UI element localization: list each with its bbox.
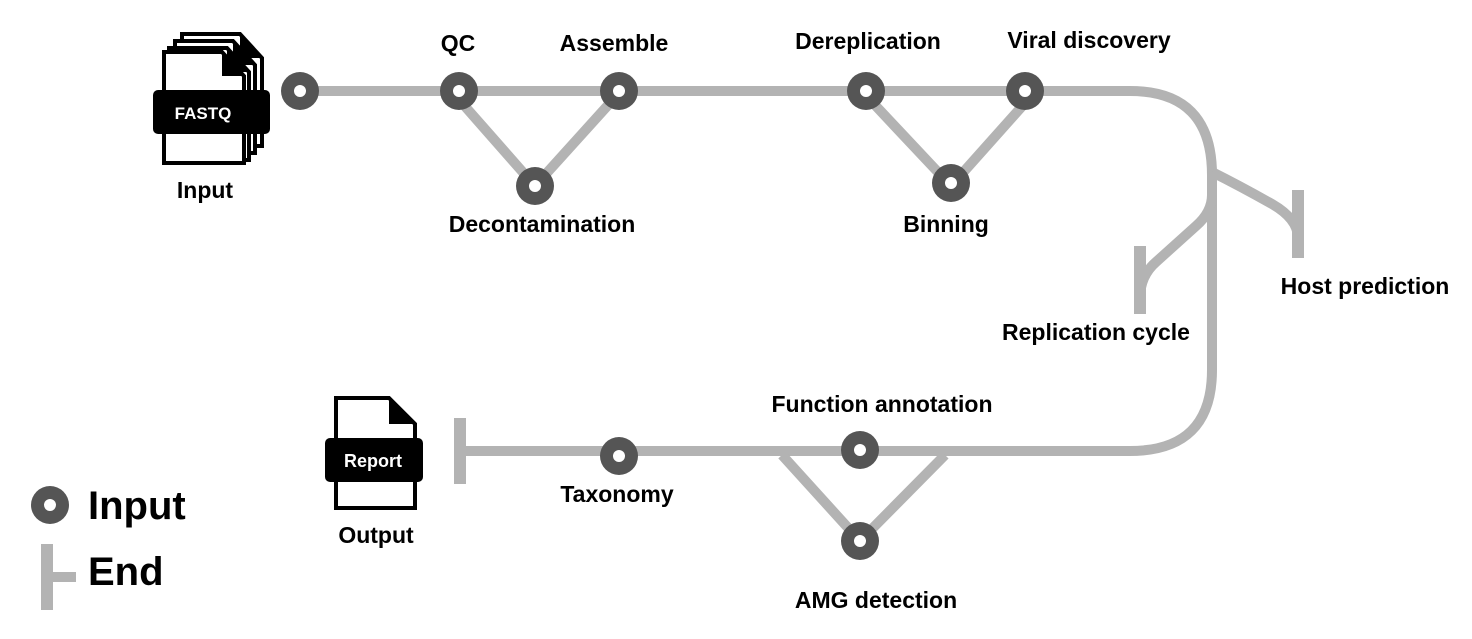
track-lines <box>300 86 1304 546</box>
station-amg-detection <box>841 522 879 560</box>
replication-cycle-branch <box>1135 175 1217 312</box>
station-start <box>281 72 319 110</box>
legend: Input End <box>31 484 186 610</box>
station-decontamination <box>516 167 554 205</box>
legend-input-icon <box>31 486 69 524</box>
legend-input-label: Input <box>88 484 186 528</box>
station-assemble <box>600 72 638 110</box>
report-document-icon: Report <box>325 396 423 510</box>
host-prediction-branch <box>1209 167 1303 256</box>
station-taxonomy <box>600 437 638 475</box>
fastq-document-icon: FASTQ <box>153 32 270 165</box>
station-qc <box>440 72 478 110</box>
label-amg-detection: AMG detection <box>795 587 957 613</box>
label-taxonomy: Taxonomy <box>560 481 674 507</box>
station-labels: Input QC Assemble Decontamination Derepl… <box>177 27 1449 613</box>
station-dereplication <box>847 72 885 110</box>
station-viral-discovery <box>1006 72 1044 110</box>
label-assemble: Assemble <box>560 30 669 56</box>
input-caption: Input <box>177 177 234 203</box>
label-function-annotation: Function annotation <box>771 391 992 417</box>
station-binning <box>932 164 970 202</box>
fastq-label: FASTQ <box>175 104 232 123</box>
label-host-prediction: Host prediction <box>1281 273 1450 299</box>
label-decontamination: Decontamination <box>449 211 636 237</box>
label-dereplication: Dereplication <box>795 28 941 54</box>
report-label: Report <box>344 451 402 471</box>
label-qc: QC <box>441 30 476 56</box>
main-track <box>300 86 1217 456</box>
station-function-annotation <box>841 431 879 469</box>
legend-end-icon <box>41 544 76 610</box>
label-binning: Binning <box>903 211 989 237</box>
legend-end-label: End <box>88 550 164 594</box>
output-caption: Output <box>338 522 414 548</box>
label-replication-cycle: Replication cycle <box>1002 319 1190 345</box>
label-viral-discovery: Viral discovery <box>1007 27 1170 53</box>
